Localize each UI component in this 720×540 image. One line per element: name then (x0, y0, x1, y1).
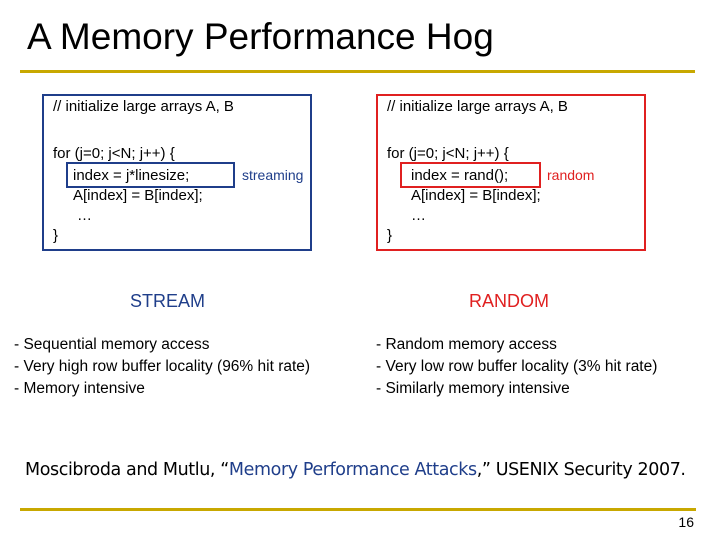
random-code-comment: // initialize large arrays A, B (387, 98, 568, 115)
slide-title: A Memory Performance Hog (27, 16, 494, 57)
random-code-index-line: index = rand(); (411, 167, 509, 184)
stream-code-box: // initialize large arrays A, B for (j=0… (42, 94, 312, 251)
list-item: - Very high row buffer locality (96% hit… (14, 358, 311, 375)
stream-code-assign-line: A[index] = B[index]; (73, 187, 203, 204)
stream-bullet-list: - Sequential memory access - Very high r… (14, 334, 310, 400)
stream-code-index-line: index = j*linesize; (73, 167, 190, 184)
list-item: - Random memory access (376, 336, 557, 353)
random-index-highlight (400, 162, 541, 188)
list-item: - Very low row buffer locality (3% hit r… (376, 358, 658, 375)
random-code-loop-open: for (j=0; j<N; j++) { (387, 145, 509, 162)
stream-index-highlight (66, 162, 235, 188)
list-item: - Similarly memory intensive (376, 380, 570, 397)
page-number: 16 (678, 514, 694, 530)
random-code-close: } (387, 227, 393, 244)
random-code-ellipsis: … (411, 207, 426, 224)
random-code-assign-line: A[index] = B[index]; (411, 187, 541, 204)
stream-code-loop-open: for (j=0; j<N; j++) { (53, 145, 175, 162)
random-heading: RANDOM (469, 291, 549, 311)
citation: Moscibroda and Mutlu, “Memory Performanc… (25, 460, 686, 480)
citation-prefix: Moscibroda and Mutlu, “ (25, 460, 229, 480)
stream-tag: streaming (242, 167, 304, 183)
title-divider (20, 70, 695, 73)
list-item: - Sequential memory access (14, 336, 210, 353)
random-code-box: // initialize large arrays A, B for (j=0… (376, 94, 646, 251)
stream-code-comment: // initialize large arrays A, B (53, 98, 234, 115)
citation-suffix: ,” USENIX Security 2007. (476, 460, 686, 480)
citation-paper-link[interactable]: Memory Performance Attacks (228, 460, 477, 480)
stream-code-close: } (53, 227, 59, 244)
stream-heading: STREAM (130, 291, 206, 311)
list-item: - Memory intensive (14, 380, 145, 397)
stream-code-ellipsis: … (77, 207, 92, 224)
random-tag: random (547, 167, 595, 183)
footer-divider (20, 508, 696, 511)
random-bullet-list: - Random memory access - Very low row bu… (376, 334, 657, 400)
